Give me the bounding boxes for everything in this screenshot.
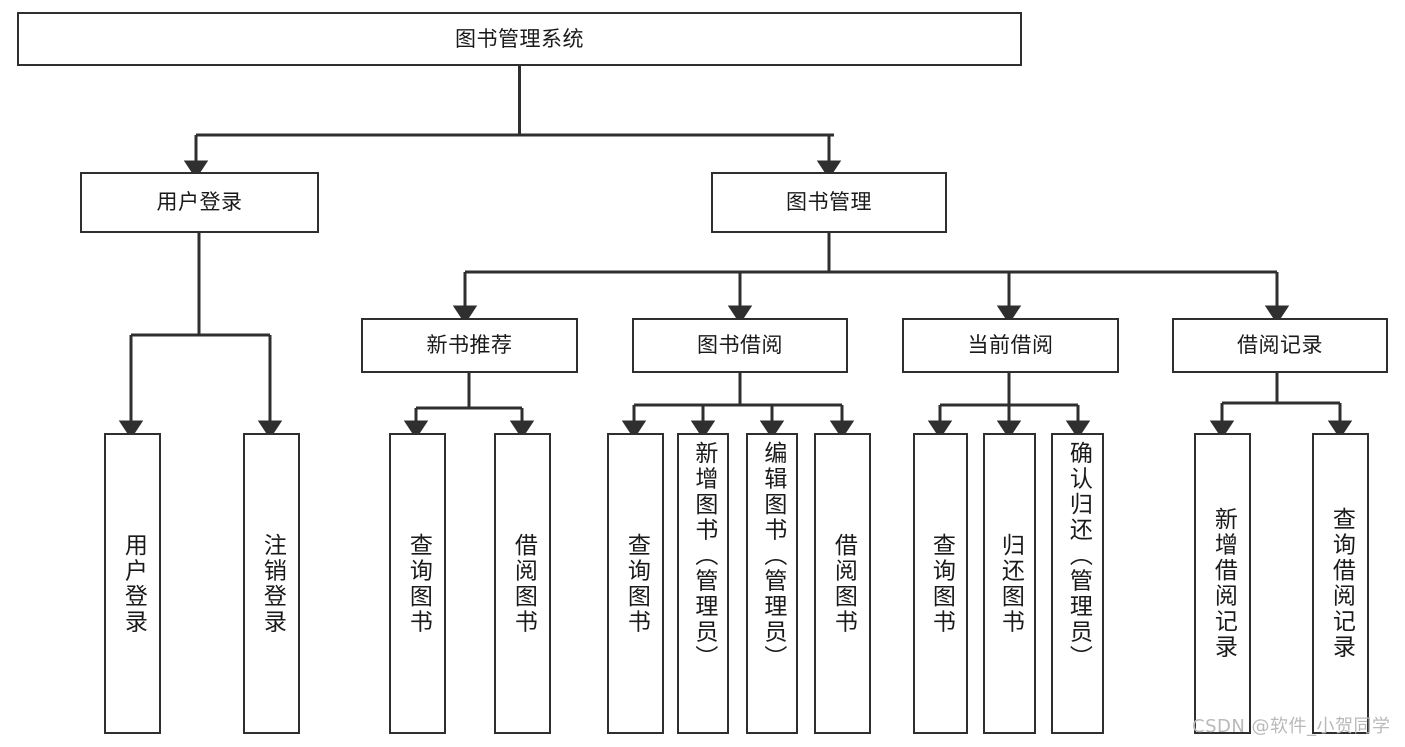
leaf-text-wrap: 借阅图书 xyxy=(496,435,549,732)
node-leaf-query-book-2[interactable]: 查询图书 xyxy=(607,433,664,734)
node-leaf-confirm-return[interactable]: 确认归还（管理员） xyxy=(1051,433,1104,734)
leaf-text-wrap: 查询图书 xyxy=(391,435,444,732)
node-leaf-add-book-label: 新增图书（管理员） xyxy=(690,441,717,671)
node-leaf-user-login[interactable]: 用户登录 xyxy=(104,433,161,734)
node-leaf-return-book[interactable]: 归还图书 xyxy=(983,433,1036,734)
leaf-text-wrap: 新增借阅记录 xyxy=(1196,435,1249,732)
leaf-text-wrap: 确认归还（管理员） xyxy=(1053,435,1102,732)
node-root[interactable]: 图书管理系统 xyxy=(17,12,1022,66)
leaf-text-wrap: 新增图书（管理员） xyxy=(679,435,727,732)
node-current-borrow-label: 当前借阅 xyxy=(967,333,1054,357)
node-current-borrow[interactable]: 当前借阅 xyxy=(902,318,1119,373)
leaf-text-wrap: 编辑图书（管理员） xyxy=(748,435,796,732)
leaf-text-wrap: 查询图书 xyxy=(915,435,966,732)
node-leaf-borrow-book-1-label: 借阅图书 xyxy=(510,532,537,635)
leaf-text-wrap: 查询图书 xyxy=(609,435,662,732)
node-leaf-query-record-label: 查询借阅记录 xyxy=(1328,507,1355,660)
node-leaf-add-record[interactable]: 新增借阅记录 xyxy=(1194,433,1251,734)
node-leaf-query-book-1[interactable]: 查询图书 xyxy=(389,433,446,734)
node-leaf-query-book-3-label: 查询图书 xyxy=(928,532,955,635)
leaf-text-wrap: 借阅图书 xyxy=(816,435,869,732)
node-leaf-query-book-1-label: 查询图书 xyxy=(405,532,432,635)
node-root-label: 图书管理系统 xyxy=(455,26,584,51)
node-user-login[interactable]: 用户登录 xyxy=(80,172,319,233)
node-leaf-return-book-label: 归还图书 xyxy=(997,532,1024,635)
node-new-book-recommend-label: 新书推荐 xyxy=(426,333,513,357)
node-leaf-query-record[interactable]: 查询借阅记录 xyxy=(1312,433,1369,734)
leaf-text-wrap: 注销登录 xyxy=(245,435,298,732)
node-leaf-confirm-return-label: 确认归还（管理员） xyxy=(1065,441,1092,671)
node-borrow-record-label: 借阅记录 xyxy=(1237,333,1323,357)
leaf-text-wrap: 归还图书 xyxy=(985,435,1034,732)
node-leaf-borrow-book-1[interactable]: 借阅图书 xyxy=(494,433,551,734)
node-leaf-add-book[interactable]: 新增图书（管理员） xyxy=(677,433,729,734)
node-leaf-edit-book[interactable]: 编辑图书（管理员） xyxy=(746,433,798,734)
node-leaf-user-logout[interactable]: 注销登录 xyxy=(243,433,300,734)
node-user-login-label: 用户登录 xyxy=(156,190,243,214)
node-leaf-add-record-label: 新增借阅记录 xyxy=(1210,507,1237,660)
node-book-borrow-label: 图书借阅 xyxy=(697,333,783,357)
node-borrow-record[interactable]: 借阅记录 xyxy=(1172,318,1388,373)
node-new-book-recommend[interactable]: 新书推荐 xyxy=(361,318,578,373)
node-book-management-label: 图书管理 xyxy=(786,190,872,214)
node-leaf-edit-book-label: 编辑图书（管理员） xyxy=(759,441,786,671)
node-leaf-query-book-3[interactable]: 查询图书 xyxy=(913,433,968,734)
leaf-text-wrap: 查询借阅记录 xyxy=(1314,435,1367,732)
node-book-management[interactable]: 图书管理 xyxy=(711,172,947,233)
csdn-watermark: CSDN @软件_小贺同学 xyxy=(1192,716,1391,737)
leaf-text-wrap: 用户登录 xyxy=(106,435,159,732)
node-leaf-user-login-label: 用户登录 xyxy=(120,532,147,635)
node-leaf-borrow-book-2-label: 借阅图书 xyxy=(830,532,857,635)
node-leaf-user-logout-label: 注销登录 xyxy=(259,532,286,635)
node-leaf-borrow-book-2[interactable]: 借阅图书 xyxy=(814,433,871,734)
node-book-borrow[interactable]: 图书借阅 xyxy=(632,318,848,373)
node-leaf-query-book-2-label: 查询图书 xyxy=(623,532,650,635)
